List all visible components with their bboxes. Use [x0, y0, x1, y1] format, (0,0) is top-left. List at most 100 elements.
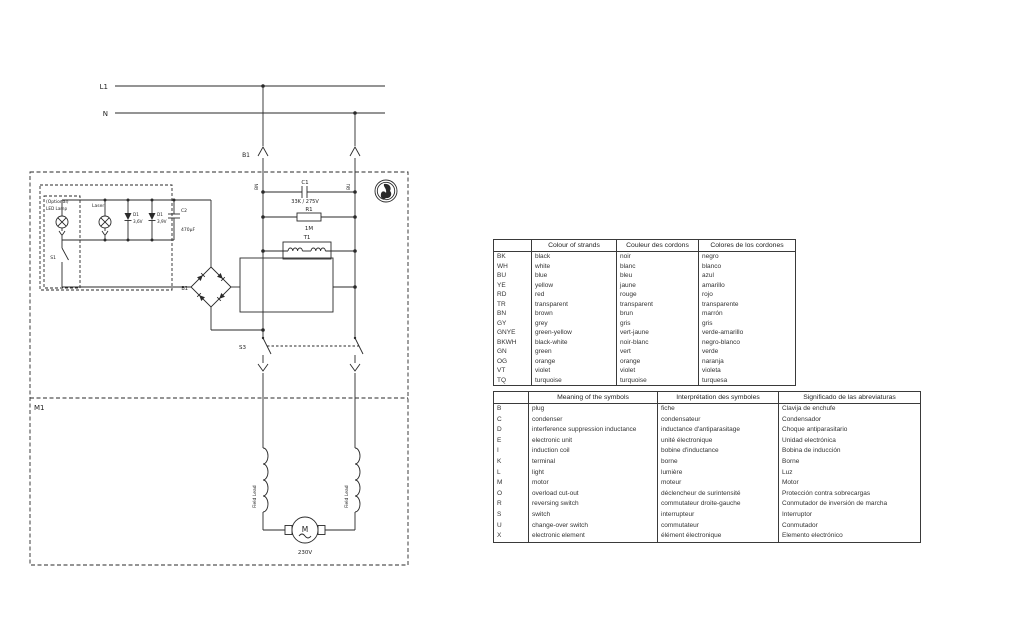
label-laser: Laser	[92, 203, 104, 209]
table-cell: naranja	[698, 356, 796, 366]
label-r1-value: 1M	[305, 226, 313, 232]
table-cell: transparent	[531, 299, 617, 309]
table-cell: noir-blanc	[616, 337, 699, 347]
table-cell: élément électronique	[657, 531, 779, 543]
table-cell: I	[493, 446, 529, 457]
table-cell: noir	[616, 251, 699, 262]
label-field-lead-right: Field Lead	[344, 485, 350, 508]
table-cell: Elemento electrónico	[778, 531, 921, 543]
table-cell: X	[493, 531, 529, 543]
housing-boundary	[29, 171, 409, 566]
brand-logo-icon	[374, 179, 398, 203]
table-cell: Interruptor	[778, 509, 921, 521]
table-cell: Luz	[778, 467, 921, 479]
table-cell: orange	[531, 356, 617, 366]
zener-diode-d1b-symbol	[148, 200, 156, 240]
table-cell: RD	[493, 290, 532, 300]
label-c1-value: 33K / 275V	[291, 199, 319, 205]
table-cell: vert	[616, 347, 699, 357]
table-cell: plug	[528, 403, 658, 415]
label-led-lamp: LED Lamp	[46, 206, 68, 211]
supply-lines	[115, 84, 385, 146]
brush-right	[317, 525, 326, 535]
table-cell: blue	[531, 271, 617, 281]
table-cell: interrupteur	[657, 509, 779, 521]
field-coil-left	[262, 447, 269, 513]
table-cell: inductance d'antiparasitage	[657, 425, 779, 436]
table-cell: gris	[698, 318, 796, 328]
capacitor-c1	[261, 186, 357, 198]
table-cell: unité électronique	[657, 435, 779, 447]
zener-diode-d1a-symbol	[124, 200, 132, 240]
motor-symbol	[291, 516, 319, 544]
label-s3: S3	[239, 345, 246, 351]
resistor-r1	[261, 212, 357, 222]
table-cell: B	[493, 403, 529, 415]
table-cell: L	[493, 467, 529, 479]
label-field-lead-left: Field Lead	[252, 485, 258, 508]
table-cell: VT	[493, 366, 532, 376]
table-cell: S	[493, 509, 529, 521]
table-cell: M	[493, 478, 529, 489]
label-d1b-value: 3,9V	[157, 219, 167, 224]
table-cell: R	[493, 499, 529, 510]
table-cell: Borne	[778, 456, 921, 468]
table-cell: blanc	[616, 261, 699, 271]
table-cell: verde	[698, 347, 796, 357]
table-cell: interference suppression inductance	[528, 425, 658, 436]
table-cell: E	[493, 435, 529, 447]
table-cell: motor	[528, 478, 658, 489]
table-cell: transparent	[616, 299, 699, 309]
table-cell: vert-jaune	[616, 328, 699, 338]
table-cell: yellow	[531, 280, 617, 290]
bridge-rectifier	[62, 200, 265, 332]
table-cell: Choque antiparasitario	[778, 425, 921, 436]
motor-section	[262, 373, 361, 544]
table-cell: azul	[698, 271, 796, 281]
capacitor-c2-symbol	[168, 200, 180, 240]
column-header: Interprétation des symboles	[657, 391, 779, 404]
table-cell: rouge	[616, 290, 699, 300]
table-cell: BKWH	[493, 337, 532, 347]
table-cell: transparente	[698, 299, 796, 309]
table-cell: amarillo	[698, 280, 796, 290]
table-cell: Bobina de inducción	[778, 446, 921, 457]
table-cell: U	[493, 520, 529, 532]
column-header: Meaning of the symbols	[528, 391, 658, 404]
table-cell: black-white	[531, 337, 617, 347]
table-cell: condensateur	[657, 414, 779, 426]
table-cell: grey	[531, 318, 617, 328]
table-cell: Protección contra sobrecargas	[778, 488, 921, 500]
table-cell: Condensador	[778, 414, 921, 426]
table-cell: TQ	[493, 375, 532, 386]
table-cell: WH	[493, 261, 532, 271]
table-cell: jaune	[616, 280, 699, 290]
table-cell: GN	[493, 347, 532, 357]
table-cell: BK	[493, 251, 532, 262]
table-cell: verde-amarillo	[698, 328, 796, 338]
table-cell: commutateur droite-gauche	[657, 499, 779, 510]
table-cell: BN	[493, 309, 532, 319]
table-cell: C	[493, 414, 529, 426]
label-t1: T1	[303, 235, 311, 241]
table-cell: commutateur	[657, 520, 779, 532]
